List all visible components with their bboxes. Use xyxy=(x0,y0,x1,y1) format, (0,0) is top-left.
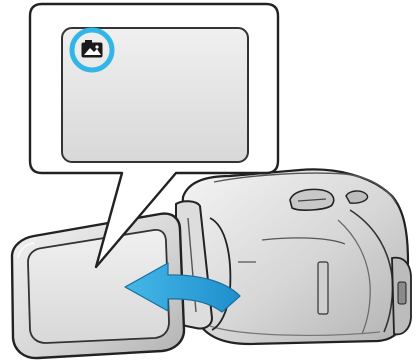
top-button xyxy=(346,191,368,203)
lens-detail xyxy=(398,282,406,304)
camcorder-body xyxy=(182,169,411,344)
camera-mode-icon xyxy=(82,40,102,57)
side-slot xyxy=(318,262,328,314)
